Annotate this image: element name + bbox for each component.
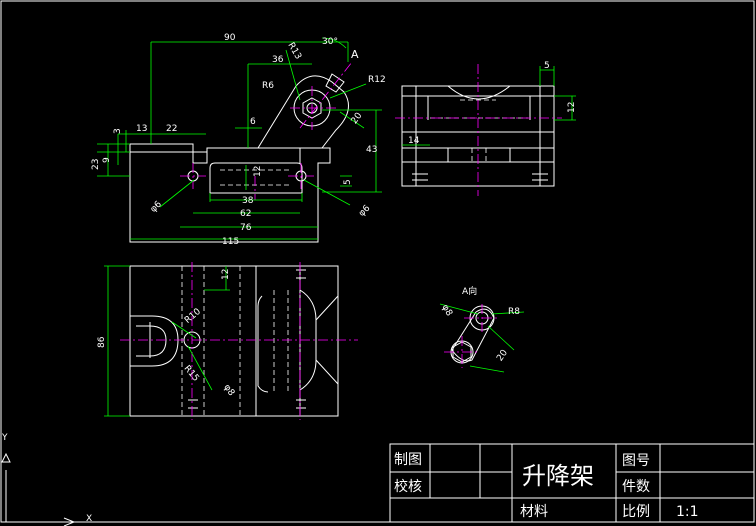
dim-115: 115 bbox=[222, 237, 239, 247]
dim-9: 9 bbox=[102, 157, 112, 163]
dim-13: 13 bbox=[136, 124, 147, 134]
ucs-y-label: Y bbox=[1, 433, 8, 443]
dim-62: 62 bbox=[240, 209, 251, 219]
dim-76: 76 bbox=[240, 223, 252, 233]
dim-20: 20 bbox=[350, 111, 365, 126]
dim-12: 12 bbox=[253, 166, 263, 177]
dim-a-20: 20 bbox=[495, 348, 510, 363]
dim-label-a: A bbox=[351, 48, 359, 61]
dim-side-12: 12 bbox=[567, 102, 577, 113]
dim-r15: R15 bbox=[182, 364, 201, 384]
dim-phi6-left: φ6 bbox=[149, 199, 165, 215]
side-view bbox=[395, 64, 576, 196]
title-material-label: 材料 bbox=[520, 504, 548, 520]
dim-6: 6 bbox=[250, 117, 256, 127]
front-view-outline bbox=[129, 143, 331, 243]
title-quantity-label: 件数 bbox=[622, 479, 650, 495]
dim-phi6-right: φ6 bbox=[357, 203, 373, 219]
title-block-frame bbox=[389, 443, 755, 523]
title-block bbox=[389, 443, 755, 523]
top-view-outline bbox=[129, 265, 339, 417]
drawing-title: 升降架 bbox=[522, 462, 594, 490]
front-view-arm bbox=[257, 75, 349, 149]
dim-a-phi8: φ8 bbox=[439, 303, 454, 318]
dim-side-14: 14 bbox=[408, 136, 420, 146]
dim-38: 38 bbox=[242, 196, 254, 206]
dim-86: 86 bbox=[97, 336, 107, 348]
dim-phi8: φ8 bbox=[221, 383, 236, 399]
dim-22: 22 bbox=[166, 124, 177, 134]
title-scale-value: 1:1 bbox=[676, 504, 699, 520]
dim-43: 43 bbox=[366, 145, 377, 155]
title-checked-label: 校核 bbox=[394, 478, 422, 495]
ucs-x-label: X bbox=[86, 514, 92, 524]
dim-a-r8: R8 bbox=[508, 307, 520, 317]
title-scale-label: 比例 bbox=[622, 504, 650, 520]
dim-r12: R12 bbox=[368, 75, 386, 85]
dim-3: 3 bbox=[113, 128, 123, 134]
dim-r10: R10 bbox=[183, 307, 203, 326]
dim-side-5: 5 bbox=[544, 61, 550, 71]
title-drawing-no-label: 图号 bbox=[622, 453, 650, 469]
dim-top-12: 12 bbox=[221, 269, 231, 280]
dim-r6: R6 bbox=[262, 81, 274, 91]
dim-36: 36 bbox=[272, 55, 284, 65]
a-view-detail bbox=[439, 303, 525, 373]
dim-90: 90 bbox=[224, 33, 236, 43]
dim-23: 23 bbox=[91, 159, 101, 170]
dim-5: 5 bbox=[343, 179, 353, 185]
a-view-label: A向 bbox=[462, 285, 477, 297]
front-view bbox=[97, 37, 382, 243]
top-view bbox=[104, 262, 358, 420]
ucs-icon bbox=[1, 452, 76, 526]
title-drawn-label: 制图 bbox=[394, 452, 422, 468]
dim-30deg: 30° bbox=[322, 37, 338, 47]
